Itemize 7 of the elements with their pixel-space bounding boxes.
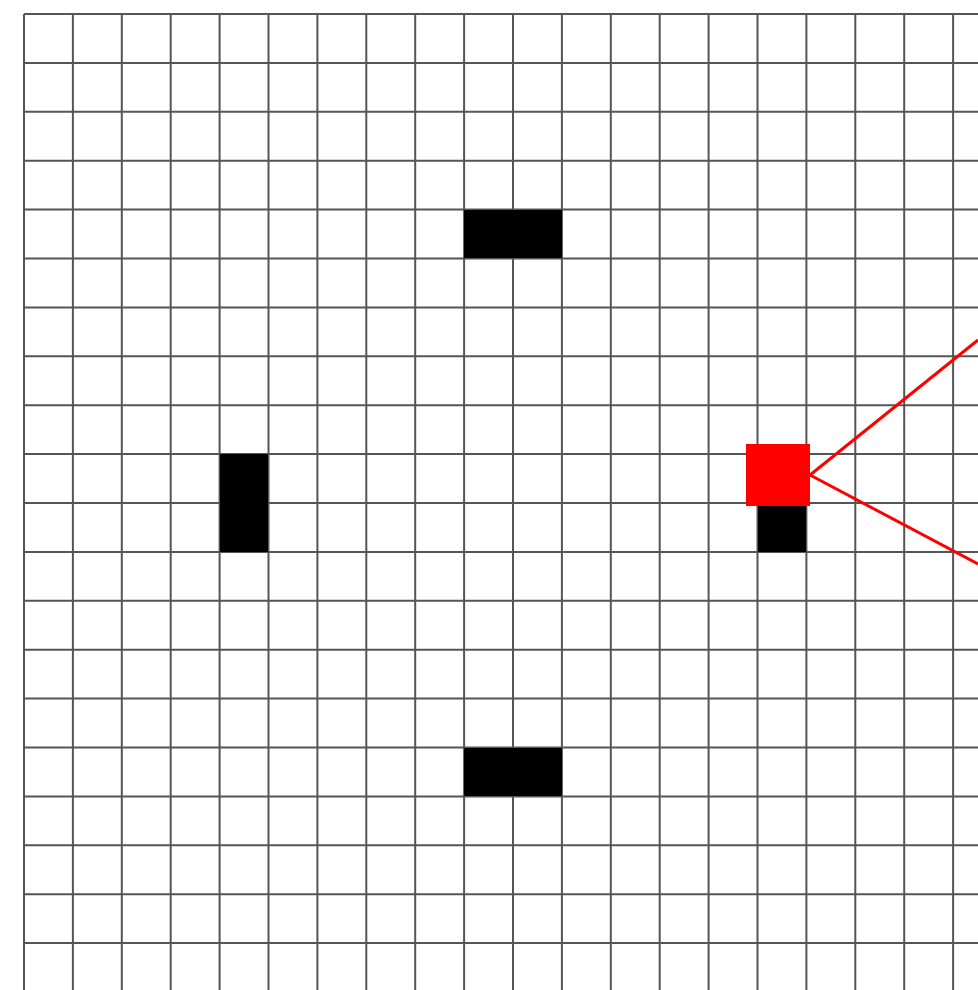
marker-square xyxy=(746,444,810,506)
block xyxy=(464,209,562,259)
block xyxy=(219,454,269,552)
line xyxy=(809,473,978,566)
block xyxy=(757,506,807,552)
line xyxy=(809,338,978,477)
block xyxy=(464,747,562,797)
